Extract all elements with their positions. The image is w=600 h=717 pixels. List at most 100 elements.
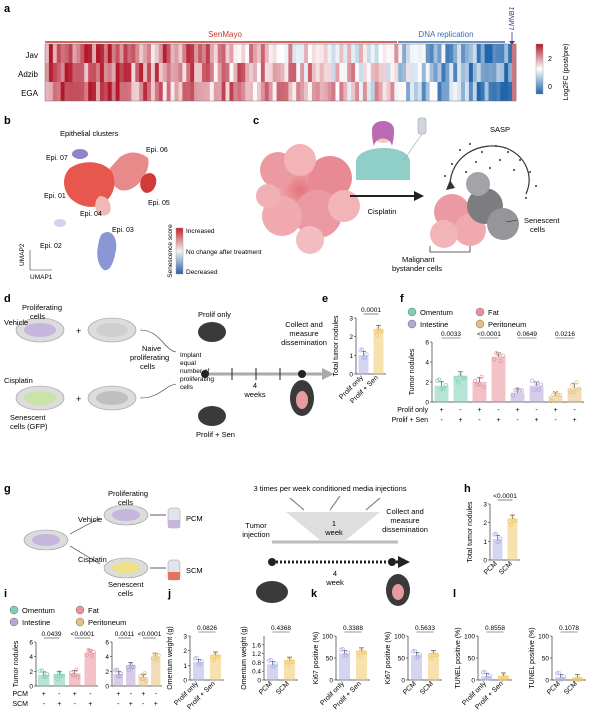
heatmap-cell xyxy=(88,44,93,63)
f-sign: - xyxy=(440,417,443,424)
f-tick-label: 4 xyxy=(425,360,429,367)
heatmap-cell xyxy=(433,63,438,82)
g-collect-3: dissemination xyxy=(382,525,428,534)
heatmap-cell xyxy=(237,44,242,63)
tumor-cluster-right xyxy=(430,172,519,248)
heatmap-cell xyxy=(508,63,513,82)
i1-ylabel: Tumor nodules xyxy=(13,640,20,687)
f-point xyxy=(555,392,560,397)
heatmap-cell xyxy=(378,63,383,82)
heatmap-cell xyxy=(343,82,348,101)
f-sign: + xyxy=(496,417,500,424)
cisplatin-arrowhead xyxy=(414,191,424,201)
heatmap-cell xyxy=(288,44,293,63)
heatmap-cell xyxy=(174,63,179,82)
d-implant-5: cells xyxy=(180,384,194,391)
heatmap-cell xyxy=(256,44,262,63)
heatmap-cell xyxy=(56,63,61,82)
cluster-epi05: Epi. 05 xyxy=(140,173,170,207)
heatmap-cell xyxy=(166,82,171,101)
i2-point xyxy=(156,653,161,658)
i2-tick-label: 2 xyxy=(105,669,109,676)
e-point xyxy=(373,329,378,334)
heatmap-cell xyxy=(425,82,430,101)
i1-sign: - xyxy=(89,691,92,698)
heatmap-cell xyxy=(170,44,175,63)
heatmap-cell xyxy=(492,63,497,82)
f-sign: - xyxy=(459,407,462,414)
h-point xyxy=(513,518,518,523)
h-point xyxy=(507,519,512,524)
i1-row-label: PCM xyxy=(12,691,28,698)
legend-f-intestine: Intestine xyxy=(420,320,448,329)
panel-letter-b: b xyxy=(4,115,11,127)
heatmap-cell xyxy=(272,82,277,101)
f-pvalue: 0.0216 xyxy=(555,331,575,338)
f-point xyxy=(435,378,440,383)
heatmap-cell xyxy=(276,63,281,82)
heatmap-cell xyxy=(351,44,356,63)
heatmap-cell xyxy=(484,63,489,82)
sasp-label: SASP xyxy=(490,125,510,134)
heatmap-cell xyxy=(186,44,191,63)
heatmap-cell xyxy=(249,82,254,101)
d-senescent-2: cells (GFP) xyxy=(10,422,48,431)
heatmap-cell xyxy=(370,63,375,82)
l2-tick-label: 100 xyxy=(538,634,549,641)
i2-sign: - xyxy=(142,701,145,708)
f-sign: - xyxy=(535,407,538,414)
colorbar-tick-0: 0 xyxy=(548,84,552,91)
heatmap-cell xyxy=(429,44,434,63)
bystander-label-2: bystander cells xyxy=(392,264,442,273)
dna-replication-label: DNA replication xyxy=(418,30,473,39)
heatmap-cell xyxy=(484,44,489,63)
g-4: 4 xyxy=(333,569,337,578)
f-point xyxy=(475,382,480,387)
heatmap-cell xyxy=(327,63,332,82)
heatmap-cell xyxy=(464,82,470,101)
heatmap-cell xyxy=(276,82,281,101)
colorbar xyxy=(535,43,544,95)
heatmap-cell xyxy=(382,82,387,101)
heatmap-cell xyxy=(468,44,474,63)
i2-tick-label: 6 xyxy=(105,640,109,647)
d-prolif-cells-2: cells xyxy=(30,312,45,321)
i2-point xyxy=(144,678,149,684)
heatmap-cell xyxy=(139,44,144,63)
heatmap-cell xyxy=(355,44,360,63)
cluster-label-epi04: Epi. 04 xyxy=(80,211,102,218)
heatmap-cell xyxy=(68,63,73,82)
f-point xyxy=(498,359,503,364)
heatmap-cell xyxy=(300,44,305,63)
e-point xyxy=(374,333,380,338)
j2-tick-label: 1.6 xyxy=(252,642,261,649)
j2-point xyxy=(270,664,275,669)
heatmap-cell xyxy=(111,82,116,101)
heatmap-cell xyxy=(127,44,132,63)
heatmap-cell xyxy=(390,82,395,101)
f-sign: + xyxy=(572,417,576,424)
e-point xyxy=(359,347,365,352)
k1-point xyxy=(340,646,345,652)
legend-i-intestine: Intestine xyxy=(22,618,50,627)
i1-point xyxy=(45,672,50,677)
heatmap-cell xyxy=(488,44,493,63)
heatmap-cell xyxy=(123,44,128,63)
i2-sign: - xyxy=(130,691,133,698)
heatmap-cell xyxy=(229,44,234,63)
panel-letter-l: l xyxy=(453,588,456,600)
f-point xyxy=(496,352,501,357)
d-plus-top: + xyxy=(76,326,81,336)
cluster-label-epi06: Epi. 06 xyxy=(146,147,168,154)
heatmap-cell xyxy=(131,82,136,101)
heatmap-cell xyxy=(307,82,313,101)
panel-a: SenMayo DNA replication LMNB1 Jav Adzib … xyxy=(18,7,570,102)
f-tick-label: 6 xyxy=(425,340,429,347)
heatmap-cell xyxy=(508,82,513,101)
i1-point xyxy=(89,653,95,659)
heatmap-cell xyxy=(292,82,297,101)
heatmap-cell xyxy=(362,63,368,82)
